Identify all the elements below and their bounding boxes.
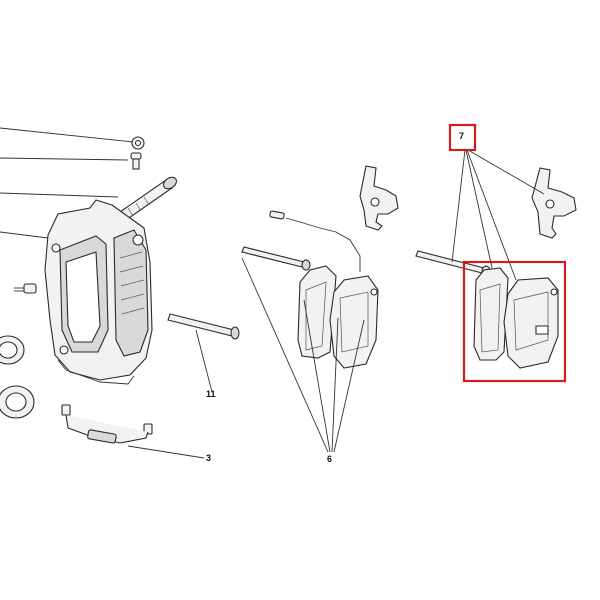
anti-rattle-clip-middle [359,165,399,231]
caliper-body-part [44,199,153,385]
callout-3: 3 [206,453,211,463]
caliper-bolt-part [119,176,177,221]
callout-7: 7 [459,131,464,141]
leaders-6 [241,257,365,453]
right-retaining-pin [415,250,491,277]
brake-pad-inner-right [473,267,509,361]
callout-7-highlight-box [448,123,477,152]
middle-retaining-pin [241,246,311,271]
guide-pin-part [167,313,240,393]
brake-pipe-part [61,404,153,444]
bleed-screw-part [130,136,145,170]
brake-pad-highlight-box [462,260,567,383]
piston-seal-ring-lower [0,385,35,419]
wear-sensor-part [269,210,361,272]
brake-pad-inner-middle [297,265,337,359]
small-screw-part [14,283,37,294]
anti-rattle-clip-right [531,167,577,239]
left-leader-lines [0,127,134,239]
brake-pad-outer-middle [329,275,379,369]
piston-seal-ring-upper [0,335,25,365]
leader-3 [127,445,205,459]
brake-pad-outer-right [503,277,559,369]
leaders-7 [451,149,545,281]
callout-6: 6 [327,454,332,464]
callout-11: 11 [206,389,216,399]
